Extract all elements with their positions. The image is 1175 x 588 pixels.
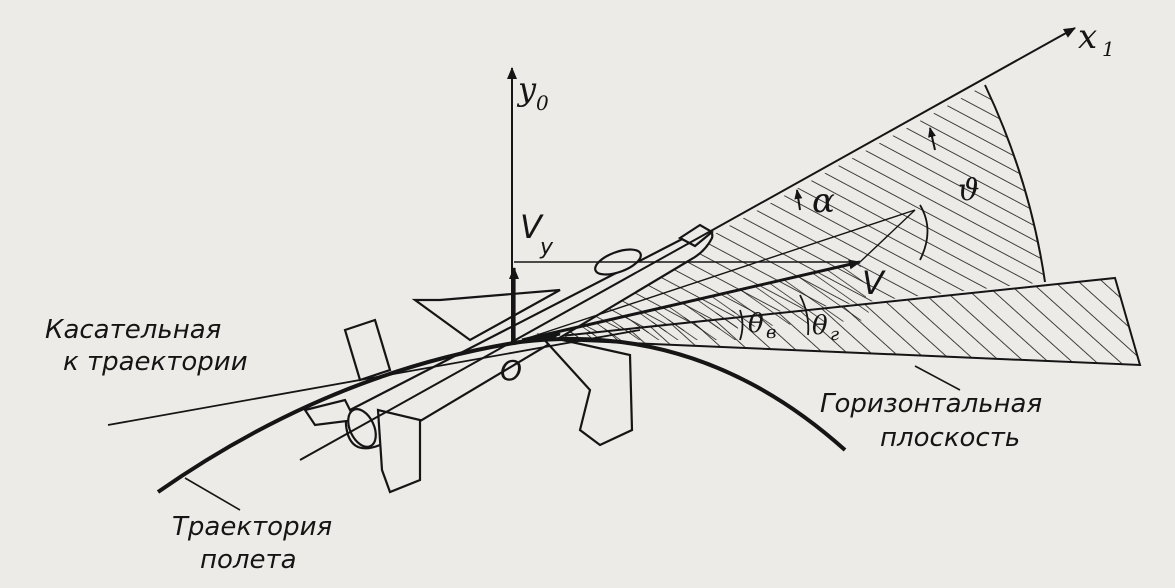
x-axis-subscript: 1	[1102, 37, 1115, 61]
alpha-arrow	[794, 189, 803, 211]
caption-labels: Касательная к траектории Горизонтальная …	[45, 315, 1042, 575]
x-axis-label: x	[1078, 17, 1097, 57]
y-axis-label: y	[516, 70, 537, 108]
trajectory-label-line2: полета	[200, 545, 297, 575]
theta-v-subscript: в	[766, 322, 776, 343]
pitch-label: ϑ	[958, 173, 979, 208]
vy-subscript: y	[539, 235, 554, 260]
leader-lines	[184, 365, 961, 511]
vector-labels: V y V α ϑ θ в θ г O	[500, 173, 979, 387]
x1-axis	[299, 27, 1076, 461]
axis-labels: x 1 y 0	[516, 17, 1115, 115]
tangent-label-line2: к траектории	[63, 347, 248, 377]
vy-vector	[509, 261, 855, 345]
y-axis-subscript: 0	[536, 91, 549, 115]
trajectory-curve	[156, 336, 847, 494]
trajectory-label-line1: Траектория	[172, 512, 332, 542]
pitch-arrow	[928, 127, 936, 151]
tangent-label-line1: Касательная	[45, 315, 221, 345]
alpha-label: α	[812, 181, 835, 221]
horizontal-label-line2: плоскость	[880, 423, 1020, 453]
horizontal-label-line1: Горизонтальная	[820, 389, 1042, 419]
velocity-vector	[521, 209, 916, 342]
theta-v-label: θ	[748, 309, 764, 339]
angle-arcs	[739, 204, 929, 341]
velocity-label: V	[862, 264, 886, 302]
vy-label: V	[520, 208, 544, 246]
theta-g-subscript: г	[830, 324, 839, 345]
theta-g-label: θ	[812, 311, 828, 341]
origin-label: O	[500, 354, 522, 387]
